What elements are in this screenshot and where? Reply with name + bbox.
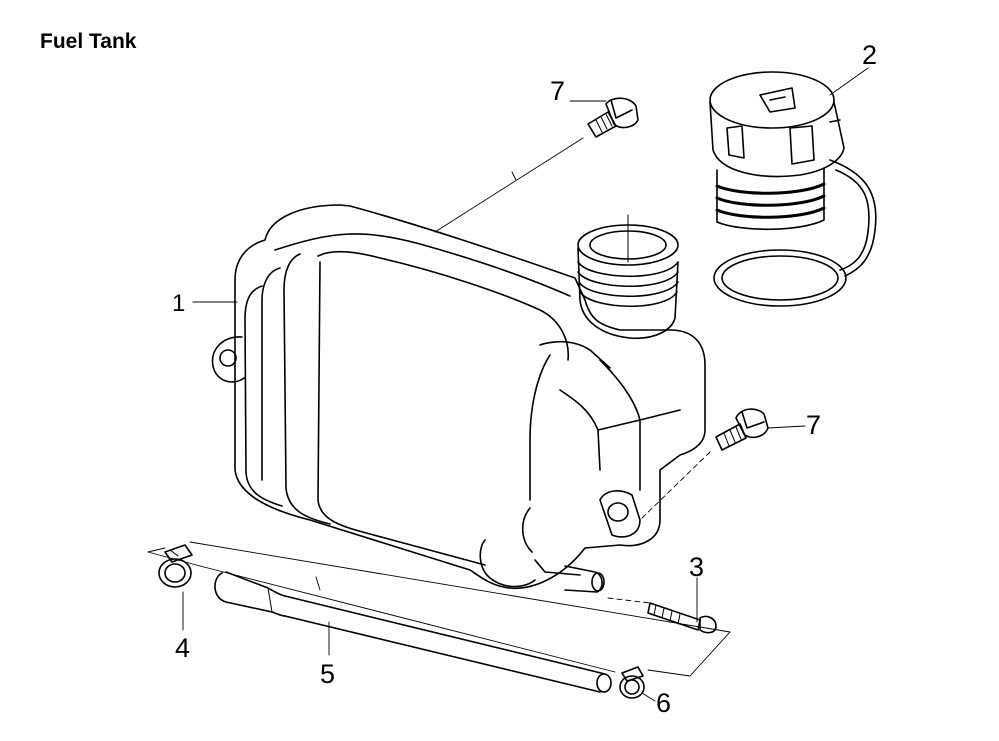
fuel-cap	[709, 71, 877, 307]
assembly-lines	[147, 67, 869, 702]
callout-7-right: 7	[806, 410, 821, 440]
callout-2: 2	[862, 40, 877, 70]
callout-3: 3	[689, 552, 704, 582]
callout-6: 6	[656, 688, 671, 718]
fuel-hose	[214, 571, 612, 693]
bolt-right	[715, 408, 769, 451]
callout-7-top: 7	[550, 76, 565, 106]
callout-1: 1	[172, 290, 185, 317]
clamp-left	[158, 544, 193, 588]
bolt-top	[587, 97, 639, 138]
callout-5: 5	[320, 659, 335, 689]
bolt-long	[647, 602, 717, 634]
fuel-tank	[211, 204, 706, 593]
callout-4: 4	[175, 633, 190, 663]
clamp-right	[619, 666, 645, 699]
diagram-title: Fuel Tank	[40, 30, 137, 53]
